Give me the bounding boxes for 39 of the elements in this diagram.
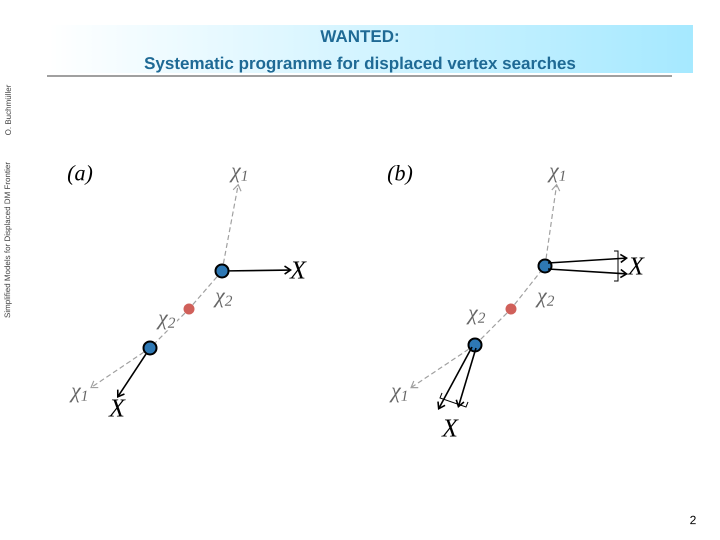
edge-label: χ$_{2}$ xyxy=(535,292,556,308)
particle-label: X xyxy=(627,257,645,274)
particle-label: χ$_{1}$ xyxy=(389,388,407,402)
track-line xyxy=(154,312,186,344)
arrow xyxy=(456,348,477,408)
decay-dot xyxy=(184,303,194,314)
footer-text: O. Buchmüller xyxy=(5,84,11,135)
arrow xyxy=(410,348,470,388)
decay-dot xyxy=(506,303,516,314)
panel-label: (b) xyxy=(388,165,412,185)
footer-text: Simplified Models for Displaced DM Frontier xyxy=(4,162,12,318)
edge-label: χ$_{2}$ xyxy=(466,308,487,326)
arrow xyxy=(90,352,144,388)
vertex-dot xyxy=(142,340,158,356)
arrow xyxy=(548,254,628,264)
particle-label: χ$_{1}$ xyxy=(547,168,565,182)
track-line xyxy=(514,272,541,305)
vertex-dot xyxy=(214,263,230,278)
particle-label: X xyxy=(289,261,307,278)
edge-label: χ$_{2}$ xyxy=(213,292,234,308)
arrow xyxy=(116,354,147,398)
particle-label: χ$_{1}$ xyxy=(69,388,87,402)
title: Systematic programme for displaced vertex searches xyxy=(144,56,576,73)
heading: WANTED: xyxy=(320,30,398,42)
arrow xyxy=(545,184,560,259)
page-number: 2 xyxy=(690,516,696,524)
track-line xyxy=(480,312,508,340)
particle-label: X xyxy=(441,419,459,436)
arrow xyxy=(222,184,242,264)
panel-label: (a) xyxy=(68,165,92,185)
arrow xyxy=(437,346,473,410)
edge-label: χ$_{2}$ xyxy=(156,314,177,330)
arrow xyxy=(230,265,292,275)
track-line xyxy=(192,276,218,306)
vertex-dot xyxy=(538,258,552,274)
particle-label: χ$_{1}$ xyxy=(229,168,247,182)
arrow xyxy=(548,268,628,278)
particle-label: X xyxy=(108,399,126,416)
vertex-dot xyxy=(468,337,482,352)
